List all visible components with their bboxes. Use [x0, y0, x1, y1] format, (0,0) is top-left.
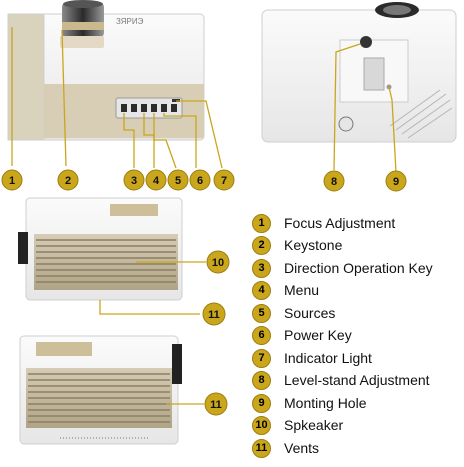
svg-text:9: 9: [393, 176, 399, 188]
svg-text:3: 3: [131, 175, 137, 187]
vent-slats-2: [28, 373, 170, 423]
callout-7: 7: [213, 169, 235, 191]
callout-8: 8: [323, 170, 345, 192]
svg-text:11: 11: [208, 309, 220, 321]
front-view-projector: ЗЯРИЭ: [7, 0, 223, 169]
callout-10: 10: [206, 250, 230, 274]
svg-text:4: 4: [153, 175, 160, 187]
svg-text:11: 11: [210, 399, 222, 411]
callout-1: 1: [1, 169, 23, 191]
callout-11-side: 11: [202, 302, 226, 326]
legend-item-focus: 1 Focus Adjustment: [252, 213, 395, 233]
side-lens: [18, 232, 28, 264]
legend-number: 9: [252, 393, 271, 413]
control-panel: [115, 97, 183, 119]
legend-number: 5: [252, 303, 271, 323]
svg-text:10: 10: [212, 257, 224, 269]
legend-item-vents: 11 Vents: [252, 438, 319, 458]
callout-9: 9: [385, 170, 407, 192]
lens-focus-ring: [62, 0, 104, 37]
legend-item-keystone: 2 Keystone: [252, 235, 342, 255]
legend-label: Keystone: [284, 237, 343, 253]
side-view-speaker: [18, 197, 206, 315]
legend-number: 4: [252, 280, 271, 300]
legend-label: Sources: [284, 305, 336, 321]
bottom-view-projector: [261, 2, 457, 173]
vent-slats: [36, 239, 176, 283]
legend-label: Focus Adjustment: [284, 215, 396, 231]
side-view-vents: [19, 335, 204, 445]
legend-label: Monting Hole: [284, 395, 367, 411]
legend-label: Menu: [284, 282, 320, 298]
legend-item-mounting-hole: 9 Monting Hole: [252, 393, 367, 413]
legend-item-level-stand: 8 Level-stand Adjustment: [252, 370, 430, 390]
legend-item-speaker: 10 Spkeaker: [252, 415, 343, 435]
callout-badges: 1 2 3 4 5 6 7 8: [1, 169, 407, 416]
rating-label: [363, 57, 385, 91]
callout-11-rear: 11: [204, 392, 228, 416]
legend-number: 6: [252, 325, 271, 345]
callout-4: 4: [145, 169, 167, 191]
legend-number: 7: [252, 348, 271, 368]
callout-2: 2: [57, 169, 79, 191]
brand-label: ЗЯРИЭ: [116, 17, 144, 26]
legend-label: Direction Operation Key: [284, 260, 433, 276]
svg-text:2: 2: [65, 175, 71, 187]
legend-number: 2: [252, 235, 271, 255]
legend-label: Power Key: [284, 327, 352, 343]
svg-text:7: 7: [221, 175, 227, 187]
svg-text:1: 1: [9, 175, 15, 187]
callout-3: 3: [123, 169, 145, 191]
side1-leader-lines: [99, 261, 206, 315]
legend-number: 3: [252, 258, 271, 278]
legend-number: 10: [252, 415, 271, 435]
keystone-dial: [60, 36, 104, 48]
svg-text:5: 5: [175, 175, 181, 187]
bottom-vent-cap: [338, 116, 354, 132]
legend-label: Level-stand Adjustment: [284, 372, 430, 388]
front-leader-lines: [11, 27, 223, 169]
legend-number: 11: [252, 438, 271, 458]
svg-text:8: 8: [331, 176, 337, 188]
legend-number: 8: [252, 370, 271, 390]
legend-item-power-key: 6 Power Key: [252, 325, 352, 345]
callout-6: 6: [189, 169, 211, 191]
bottom-leader-lines: [333, 43, 397, 173]
legend-label: Vents: [284, 440, 320, 456]
legend-label: Spkeaker: [284, 417, 344, 433]
legend-item-indicator-light: 7 Indicator Light: [252, 348, 372, 368]
legend-item-menu: 4 Menu: [252, 280, 319, 300]
level-stand-foot: [360, 36, 372, 48]
legend-item-sources: 5 Sources: [252, 303, 335, 323]
callout-5: 5: [167, 169, 189, 191]
legend-label: Indicator Light: [284, 350, 372, 366]
bottom-grille: [389, 89, 453, 139]
legend-item-direction-key: 3 Direction Operation Key: [252, 258, 433, 278]
svg-text:6: 6: [197, 175, 203, 187]
legend-number: 1: [252, 213, 271, 233]
